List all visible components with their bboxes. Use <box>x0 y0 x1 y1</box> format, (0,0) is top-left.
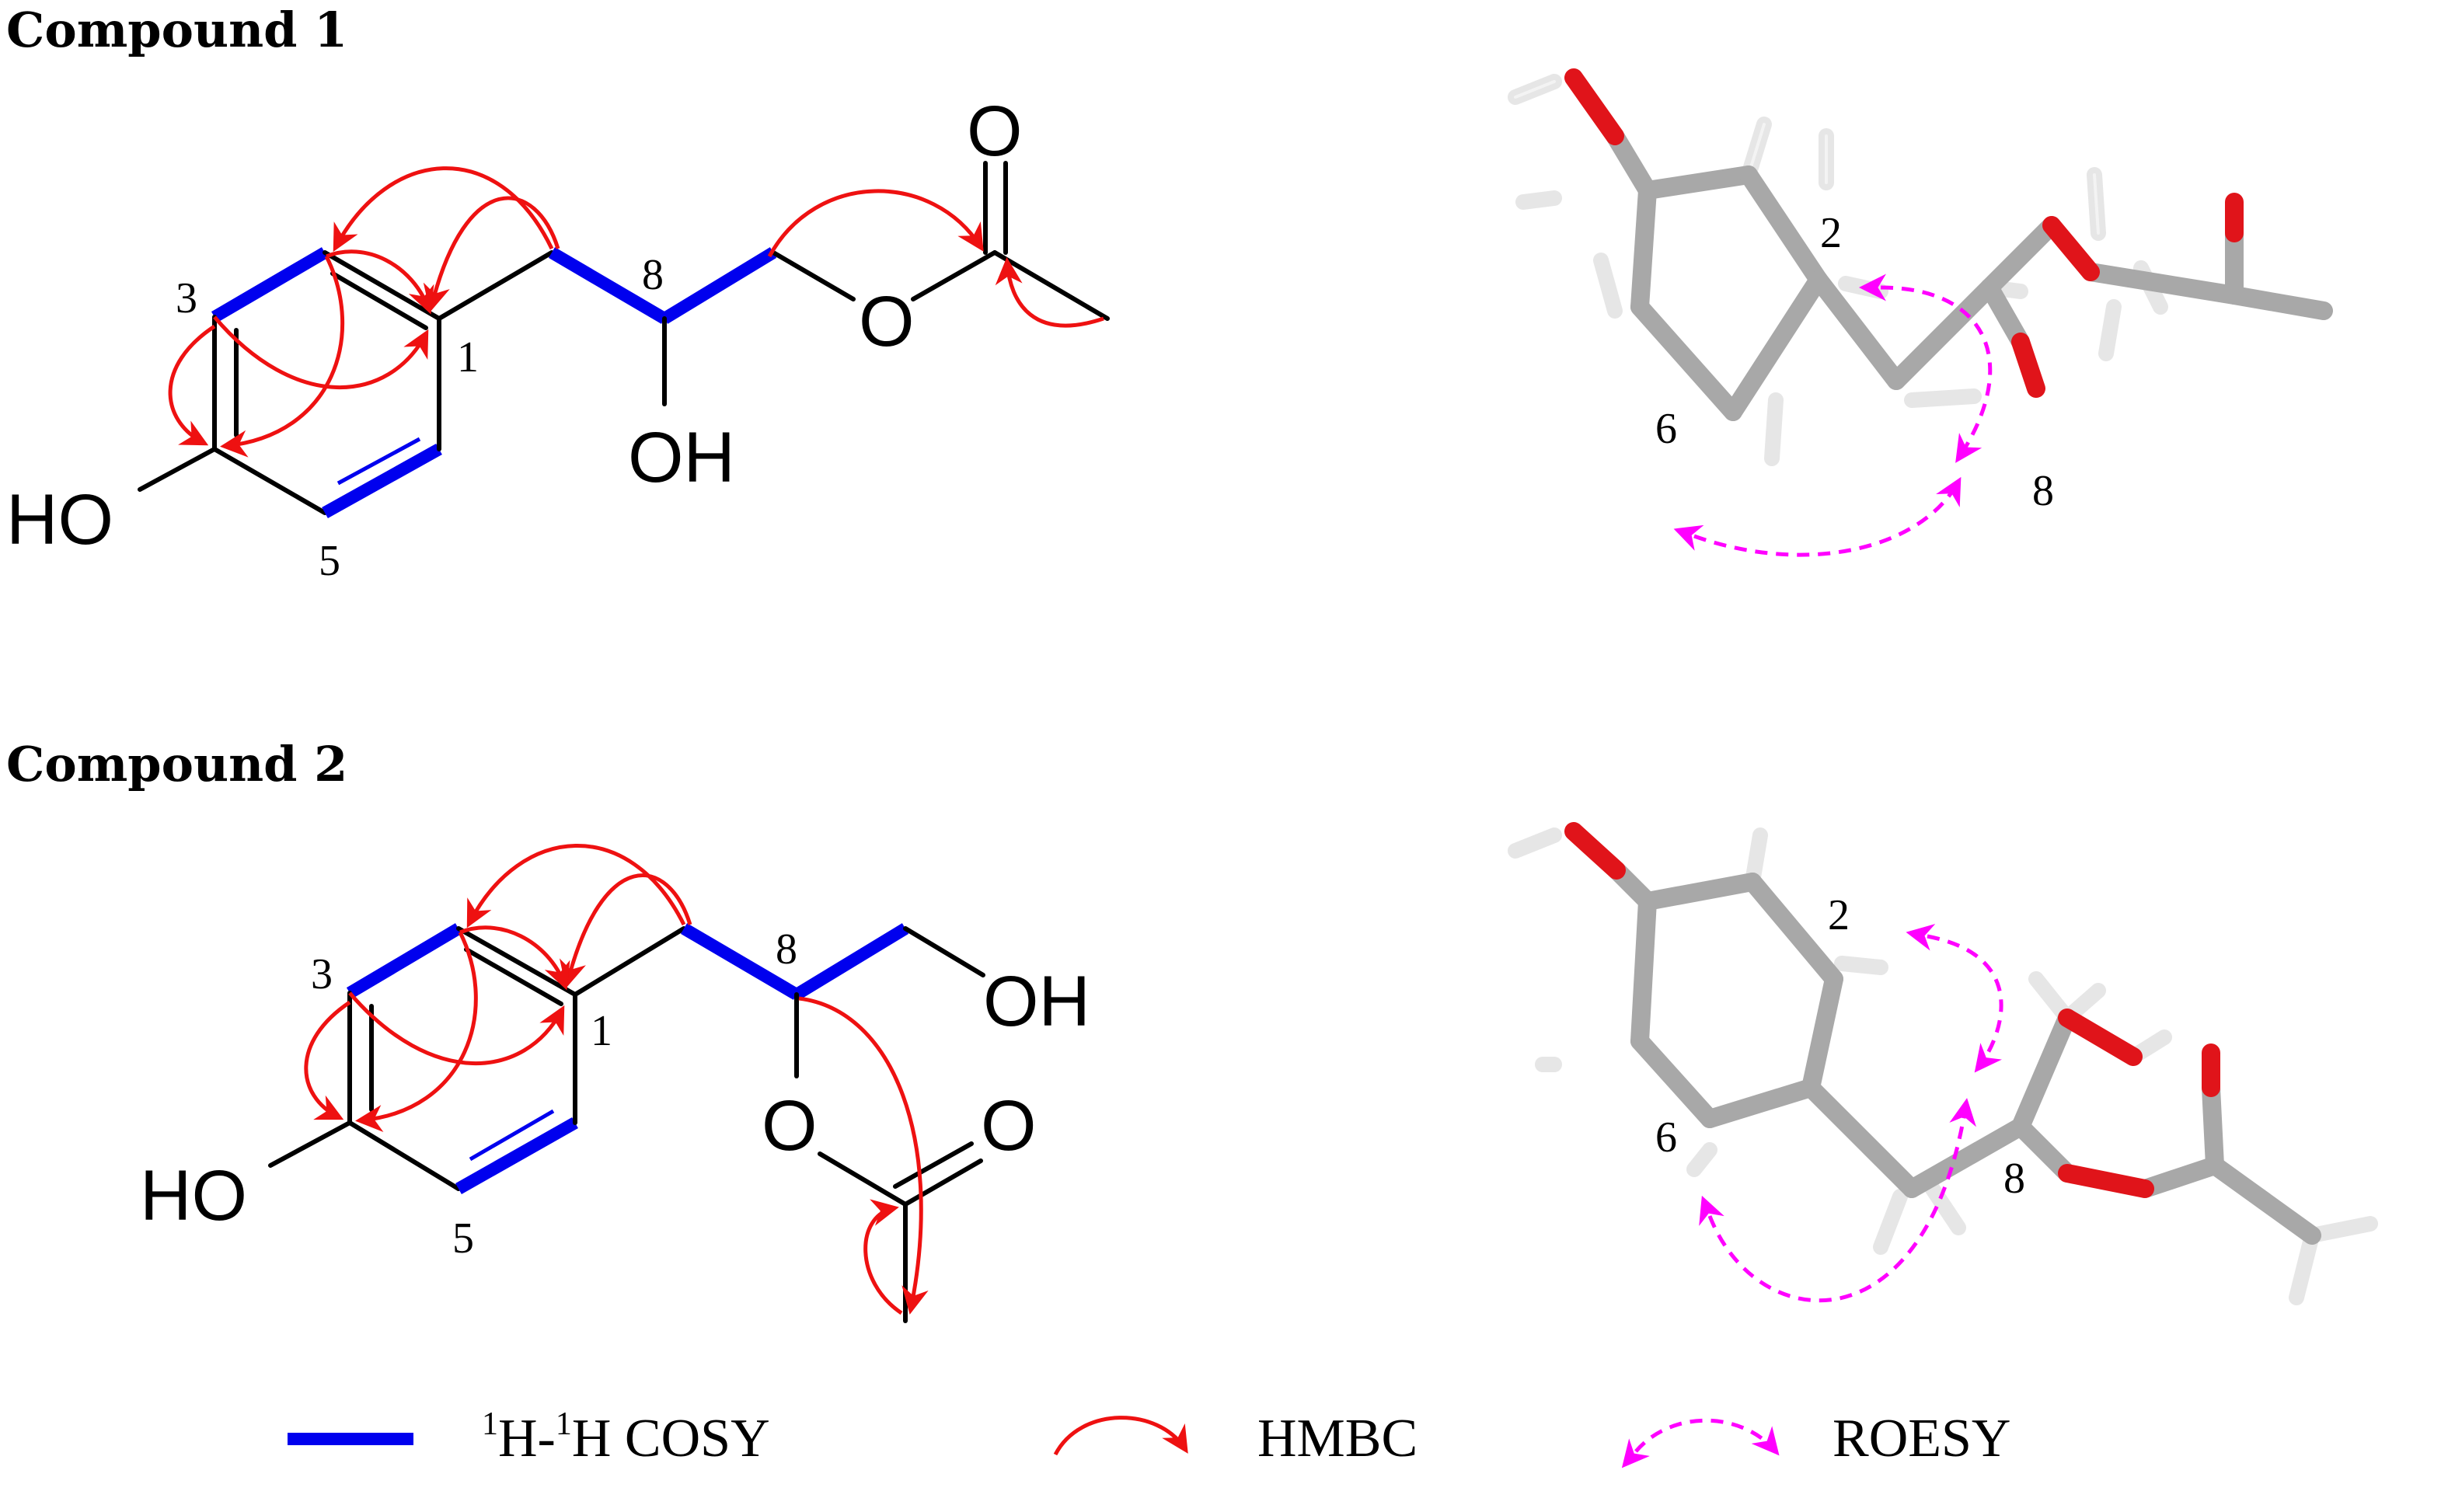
position-1-label: 1 <box>457 333 479 381</box>
legend-hmbc-swatch <box>1053 1416 1188 1456</box>
roesy-arrow-h6-h8 <box>1699 1098 1976 1303</box>
bond-c4-c5 <box>347 1120 461 1191</box>
cosy-bond-c5-c6 <box>322 444 442 518</box>
hmbc-arrow-h3-c1 <box>348 991 565 1065</box>
bond-c9-o <box>771 250 856 301</box>
hmbc-arrow-h2-c4 <box>355 931 478 1132</box>
hmbc-arrow-h7-c1 <box>423 196 560 312</box>
compound-2-title: Compound 2 <box>6 736 347 793</box>
position-8-label: 8 <box>776 925 797 974</box>
bond-c4-o <box>268 1120 352 1168</box>
atom-oh: OH <box>628 418 735 497</box>
legend-roesy-swatch <box>1621 1418 1780 1468</box>
bond-c10-o-double-a <box>903 1158 983 1207</box>
cosy-bond-c8-c9 <box>661 247 777 324</box>
bond-o-c10 <box>818 1151 908 1207</box>
bond-c9-oh <box>903 926 985 977</box>
compound-1-title: Compound 1 <box>6 2 347 58</box>
bond-c1-c7 <box>437 250 554 321</box>
bond-o-c10 <box>911 250 997 301</box>
position-8-label: 8 <box>642 251 664 299</box>
bond-c4-c5 <box>212 447 327 515</box>
atom-o-ester: O <box>859 282 915 361</box>
compound-2-structure: Compound 2 HO OH O O 3 1 5 8 <box>6 736 1090 1323</box>
atom-oh: OH <box>983 962 1090 1041</box>
hmbc-arrow-h3-c4 <box>168 324 216 446</box>
bond-c2-c1-double <box>464 947 563 1006</box>
position-1-label: 1 <box>591 1007 612 1055</box>
hmbc-arrow-h7-c2 <box>333 166 554 253</box>
cosy-bond-c5-c6 <box>455 1117 578 1194</box>
hmbc-arrow-h3-c4 <box>304 1000 351 1120</box>
hmbc-arrow-h8-c10 <box>798 996 929 1315</box>
bond-c1-c7 <box>573 926 686 997</box>
atom-ho: HO <box>140 1156 247 1235</box>
legend-cosy-label: 1H-1H COSY <box>482 1406 770 1468</box>
model-2-position-2: 2 <box>1828 891 1850 939</box>
model-1-position-6: 6 <box>1655 405 1677 453</box>
atom-o-carbonyl: O <box>981 1086 1037 1165</box>
hmbc-arrow-h11-c10 <box>863 1199 903 1315</box>
cosy-bond-c8-c9 <box>793 923 909 1000</box>
bond-c5-c6-double <box>337 437 421 486</box>
model-2-position-8: 8 <box>2003 1155 2025 1203</box>
hmbc-arrow-h11-c10 <box>995 257 1104 328</box>
hmbc-arrow-h7-c1 <box>560 873 692 988</box>
atom-ho: HO <box>6 480 113 559</box>
position-3-label: 3 <box>176 274 197 322</box>
cosy-bond-c2-c3 <box>211 247 329 322</box>
bond-c10-o-double-b <box>893 1141 974 1189</box>
bond-c2-c1-double <box>330 271 428 330</box>
hmbc-arrow-h3-c1 <box>213 315 429 389</box>
legend-hmbc-label: HMBC <box>1257 1409 1418 1468</box>
bond-c4-o <box>138 447 217 492</box>
atom-o-ester: O <box>762 1086 818 1165</box>
model-1-position-2: 2 <box>1820 209 1842 257</box>
model-1-position-8: 8 <box>2032 467 2054 515</box>
model-2-position-6: 6 <box>1655 1113 1677 1162</box>
roesy-arrow-h2-h8 <box>1906 924 2003 1073</box>
compound-2-3d-model: 2 6 8 <box>1508 822 2378 1305</box>
bond-c5-c6-double <box>469 1109 555 1162</box>
cosy-bond-c7-c8 <box>548 247 668 324</box>
compound-1-3d-model: 2 6 8 <box>1508 68 2333 557</box>
legend: 1H-1H COSY HMBC ROESY <box>288 1406 2010 1468</box>
hmbc-arrow-h9-c10 <box>767 189 984 258</box>
position-3-label: 3 <box>311 950 333 998</box>
hmbc-arrow-h2-c1 <box>326 249 434 315</box>
cosy-bond-c7-c8 <box>680 923 800 1000</box>
compound-1-structure: Compound 1 HO OH O O 3 1 5 8 <box>6 2 1110 585</box>
hmbc-arrow-h2-c1 <box>459 925 570 991</box>
hmbc-arrow-h2-c4 <box>220 255 344 458</box>
roesy-arrow-h6-h8 <box>1673 476 1962 557</box>
position-5-label: 5 <box>452 1214 474 1263</box>
atom-o-carbonyl: O <box>967 92 1023 171</box>
legend-roesy-label: ROESY <box>1833 1409 2010 1468</box>
position-5-label: 5 <box>319 537 340 585</box>
hmbc-arrow-h7-c2 <box>466 844 686 928</box>
cosy-bond-c2-c3 <box>346 923 462 998</box>
